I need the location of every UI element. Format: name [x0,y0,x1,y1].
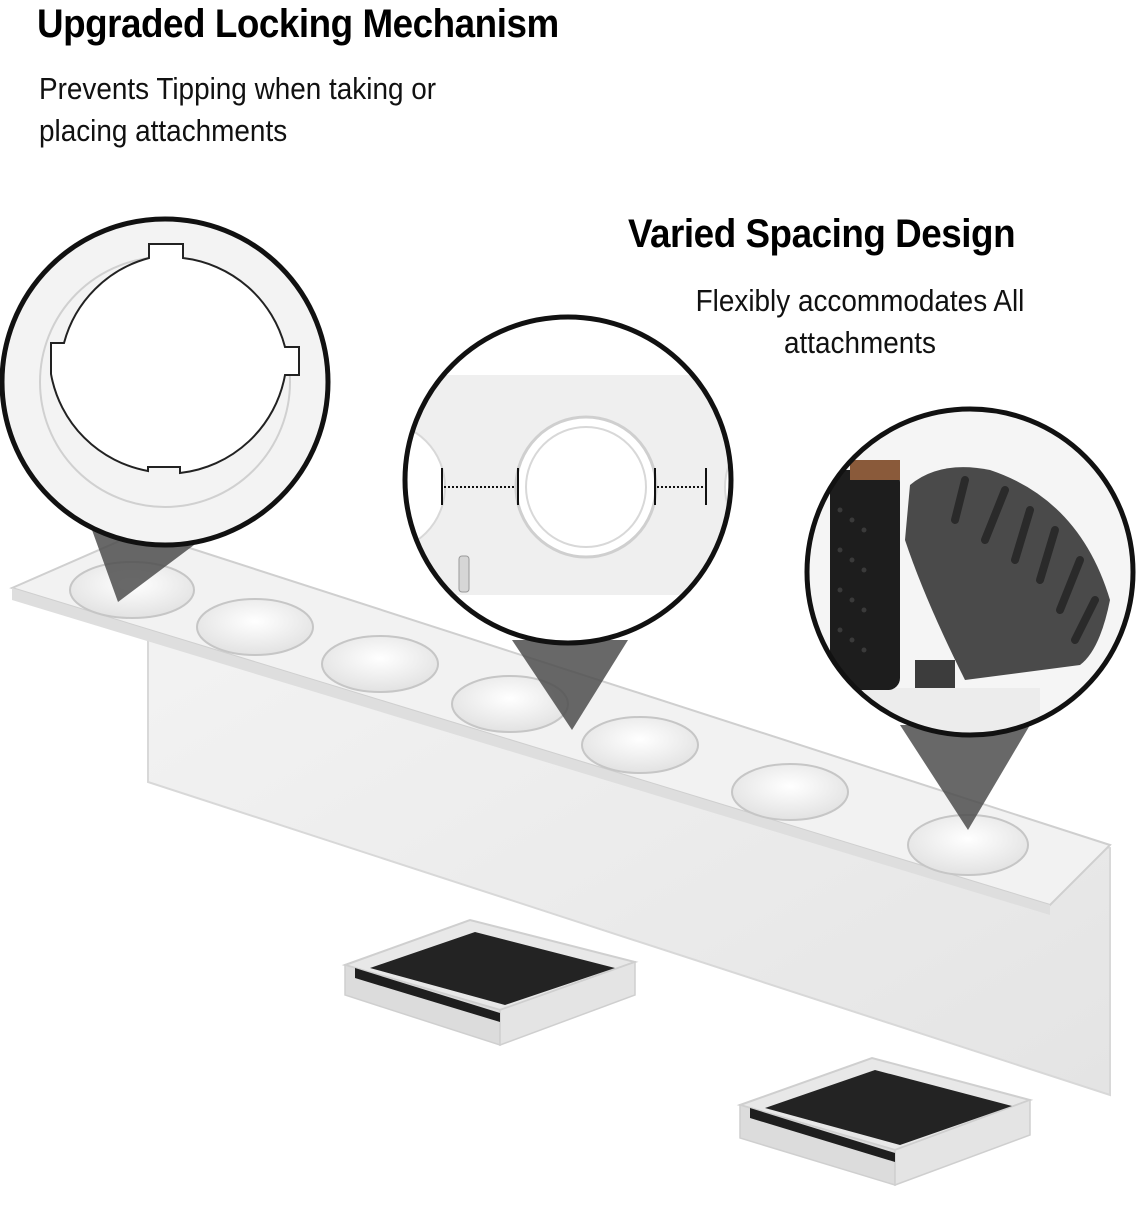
pointer-callout-2 [512,640,628,730]
feature-title-locking: Upgraded Locking Mechanism [37,2,559,46]
callout-attachments [804,406,1136,738]
pointer-callout-3 [900,725,1030,830]
foot-left [341,918,639,1047]
foot-right [736,1056,1034,1187]
round-brush-icon [830,470,900,690]
callout-locking-slot [0,216,331,548]
callout-slot-spacing [402,314,734,646]
feature-desc-spacing: Flexibly accommodates All attachments [695,283,1025,360]
feature-title-spacing: Varied Spacing Design [628,212,1016,256]
top-shelf [9,530,1112,915]
feature-desc-locking: Prevents Tipping when taking or placing … [39,71,437,148]
